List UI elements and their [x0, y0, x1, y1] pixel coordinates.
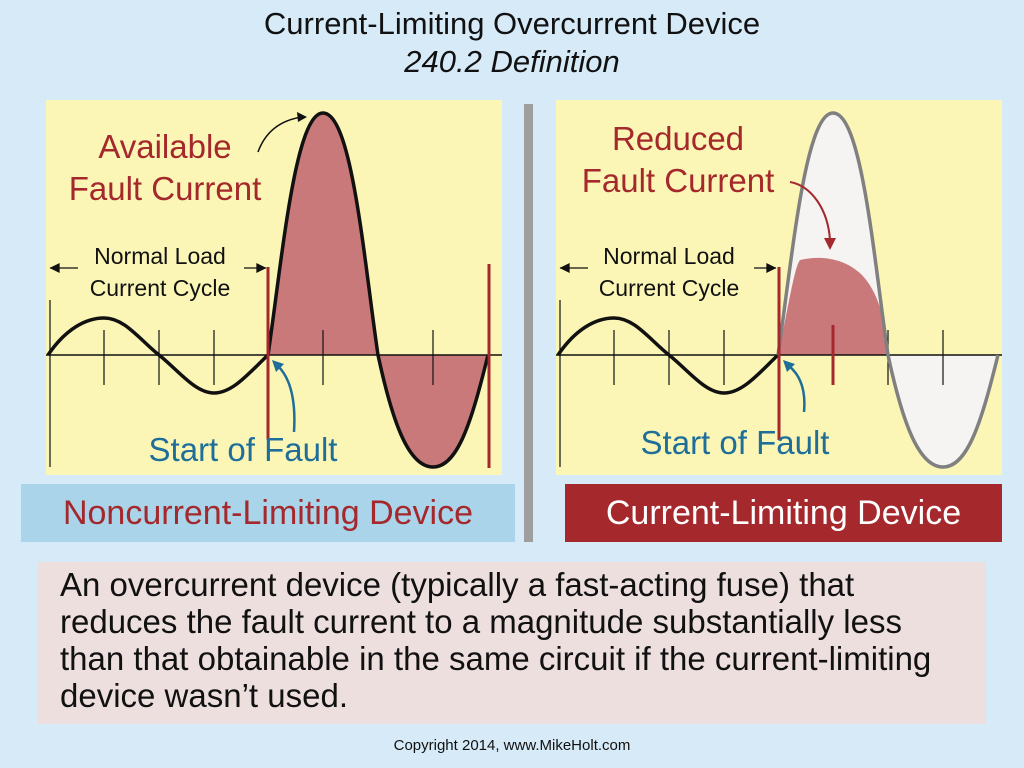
right-fault-pointer-arrow: [789, 181, 831, 241]
left-start-pointer-arrow: [277, 365, 296, 433]
left-normal-load-waveform: [46, 316, 270, 395]
left-fault-waveform: [266, 111, 490, 469]
left-axis-ticks: [49, 300, 434, 467]
right-fault-label-line1: Reduced: [612, 120, 744, 157]
right-start-of-fault: Start of Fault: [641, 424, 830, 461]
right-normal-load-waveform: [556, 316, 780, 395]
right-start-pointer-arrowhead: [783, 360, 795, 372]
left-fault-pointer-arrow: [257, 116, 303, 153]
left-normal-load-dimension: [49, 262, 267, 274]
left-fault-pointer-arrowhead: [297, 112, 307, 122]
right-normal-load-dimension: [559, 262, 777, 274]
right-start-pointer-arrow: [788, 365, 806, 413]
page-subtitle: 240.2 Definition: [404, 44, 620, 79]
right-potential-fault-waveform: [776, 111, 1000, 469]
left-start-pointer-arrowhead: [272, 360, 284, 372]
noncurrent-limiting-device-label: Noncurrent-Limiting Device: [21, 484, 515, 542]
left-normal-load-line1: Normal Load: [94, 243, 226, 269]
right-axis-ticks: [559, 300, 944, 467]
left-start-of-fault: Start of Fault: [149, 431, 338, 468]
right-normal-load-line2: Current Cycle: [599, 275, 740, 301]
right-fault-pointer-arrowhead: [824, 238, 836, 250]
current-limiting-device-label: Current-Limiting Device: [565, 484, 1002, 542]
panel-divider: [524, 104, 533, 542]
right-normal-load-line1: Normal Load: [603, 243, 735, 269]
page-title: Current-Limiting Overcurrent Device: [263, 6, 761, 41]
right-reduced-fault-fill: [778, 257, 888, 355]
left-fault-label-line1: Available: [98, 128, 231, 165]
right-fault-label-line2: Fault Current: [582, 162, 775, 199]
left-normal-load-line2: Current Cycle: [90, 275, 231, 301]
definition-text: An overcurrent device (typically a fast-…: [38, 562, 986, 724]
left-fault-label-line2: Fault Current: [69, 170, 262, 207]
copyright-notice: Copyright 2014, www.MikeHolt.com: [393, 737, 631, 754]
